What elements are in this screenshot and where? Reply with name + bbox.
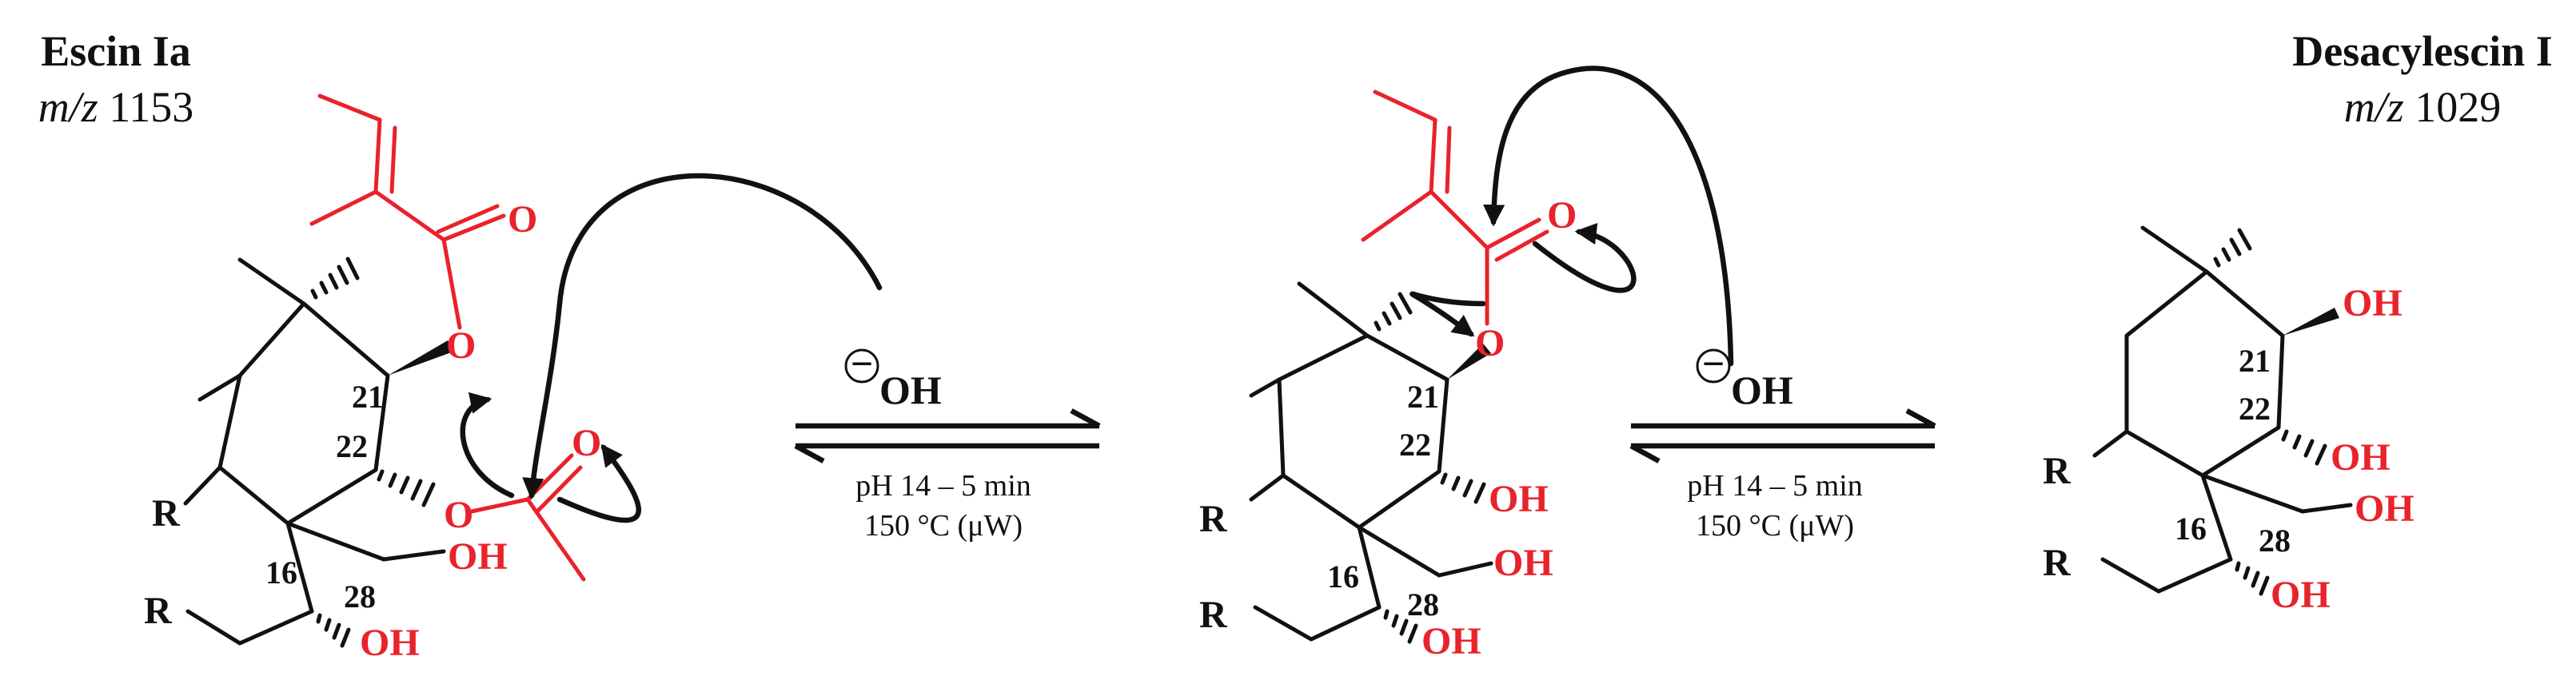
hashed-methyl-bond-3 (2213, 228, 2252, 268)
r-group-4: R (1199, 594, 1228, 636)
molecule-escin-ia: R OH R OH 21 22 16 28 O O (144, 93, 883, 664)
negative-charge-sign-2: − (1702, 341, 1725, 386)
oh-c22-2: OH (1489, 478, 1549, 520)
condition-1-line-2: 150 °C (μW) (864, 509, 1023, 543)
ester-o-c22: O (444, 494, 473, 536)
condition-2-line-2: 150 °C (μW) (1696, 509, 1854, 543)
oh-c22-3: OH (2331, 436, 2391, 479)
product-mz-value: 1029 (2404, 83, 2502, 131)
ester-carbonyl-o-2: O (1547, 194, 1577, 237)
reaction-step-1: − OH pH 14 – 5 min 150 °C (μW) (794, 341, 1101, 543)
start-mz-prefix: m/z (38, 83, 98, 131)
hashed-bond-c16 (316, 613, 351, 648)
label-c22-2: 22 (1399, 427, 1431, 463)
label-c28-3: 28 (2259, 523, 2291, 559)
angeloyl-ester: O O (309, 93, 537, 367)
label-c16: 16 (265, 555, 297, 591)
ester-o-c21: O (446, 324, 476, 367)
hydroxide-reagent-2: OH (1731, 368, 1793, 412)
svg-text:m/z 1153: m/z 1153 (38, 83, 194, 131)
start-mz-value: 1153 (98, 83, 194, 131)
mechanism-arrow-leaving-1 (460, 392, 515, 499)
label-c28: 28 (344, 579, 376, 614)
c28-bond (285, 521, 386, 562)
oh-c16-3: OH (2271, 574, 2331, 616)
label-c16-2: 16 (1327, 559, 1359, 595)
r-group-1: R (152, 492, 181, 535)
r-group-6: R (2043, 542, 2072, 584)
negative-charge-sign: − (851, 341, 874, 386)
methyl-bond (237, 257, 306, 306)
r-group-5: R (2043, 450, 2072, 492)
hashed-methyl-bond (310, 257, 360, 300)
hashed-bond-c22 (377, 469, 436, 507)
oh-c28-3: OH (2355, 487, 2415, 530)
start-compound-name: Escin Ia (41, 27, 191, 75)
mechanism-arrow-carbonyl-2 (1532, 223, 1637, 293)
label-c16-3: 16 (2175, 511, 2207, 547)
r-group-3: R (1199, 498, 1228, 540)
label-c22-3: 22 (2239, 391, 2271, 427)
hashed-bond-c16-2 (1383, 609, 1418, 644)
hashed-bond-c22-2 (1440, 472, 1486, 504)
oh-c16: OH (360, 622, 420, 664)
oh-c21-3: OH (2343, 282, 2403, 324)
acetyl-carbonyl-o: O (572, 422, 601, 464)
label-c21-2: 21 (1407, 379, 1439, 415)
mechanism-arrow-leaving-2 (1410, 291, 1486, 337)
negative-charge-icon-2 (1696, 348, 1731, 384)
svg-text:m/z 1029: m/z 1029 (2344, 83, 2502, 131)
condition-2-line-1: pH 14 – 5 min (1687, 469, 1863, 503)
oh-c16-2: OH (1422, 620, 1481, 662)
molecule-intermediate: R OH OH R OH 21 22 16 28 O O (1199, 66, 1734, 662)
label-c22: 22 (336, 428, 368, 464)
hashed-methyl-bond-2 (1374, 292, 1413, 332)
product-compound-name: Desacylescin I (2292, 27, 2552, 75)
hydroxide-reagent-1: OH (879, 368, 942, 412)
ester-o-c21-2: O (1475, 322, 1505, 364)
mechanism-arrow-attack-1 (522, 173, 883, 500)
oh-c28: OH (448, 535, 508, 578)
mechanism-arrow-attack-2 (1482, 66, 1734, 367)
mechanism-arrow-carbonyl-1 (556, 443, 641, 523)
start-compound-label: Escin Ia m/z 1153 (38, 27, 194, 131)
label-c21-3: 21 (2239, 343, 2271, 379)
r-group-2: R (144, 590, 173, 632)
reaction-step-2: − OH pH 14 – 5 min 150 °C (μW) (1629, 341, 1936, 543)
negative-charge-icon (844, 348, 879, 384)
label-c21: 21 (352, 379, 384, 415)
angeloyl-ester-2: O O (1361, 89, 1577, 364)
ester-carbonyl-o: O (508, 198, 537, 241)
product-mz-prefix: m/z (2344, 83, 2404, 131)
oh-c28-2: OH (1493, 542, 1553, 584)
hashed-bond-c22-3 (2281, 429, 2327, 466)
hashed-bond-c16-3 (2235, 561, 2270, 596)
label-c28-2: 28 (1407, 587, 1439, 622)
wedge-bond-c21 (388, 340, 453, 376)
acetyl-ester: O O (444, 422, 601, 582)
condition-1-line-1: pH 14 – 5 min (855, 469, 1031, 503)
molecule-desacylescin-i: OH OH R OH R OH 21 22 16 28 (2043, 225, 2415, 616)
product-compound-label: Desacylescin I m/z 1029 (2292, 27, 2552, 131)
